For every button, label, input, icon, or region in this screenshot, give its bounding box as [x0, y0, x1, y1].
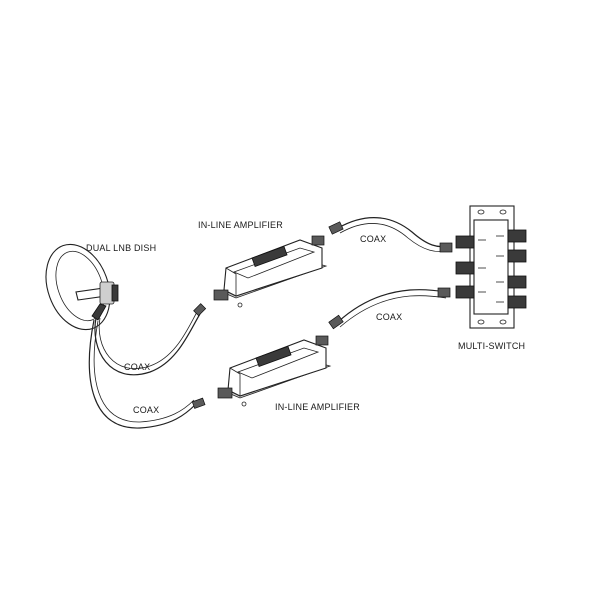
multi-switch: [455, 205, 527, 329]
coax-cable-bottom-amp-to-switch-edge: [339, 295, 447, 328]
coax-connector-top-amp-input: [193, 303, 207, 317]
switch-mount-hole-top-right: [499, 209, 507, 215]
amp-bottom-connector-right: [315, 335, 329, 346]
switch-port-left-1: [455, 235, 475, 249]
inline-amplifier-bottom: [217, 335, 332, 407]
label-inline-amplifier-top: IN-LINE AMPLIFIER: [198, 220, 283, 230]
switch-port-left-2: [455, 261, 475, 275]
coax-cable-dish-to-top-amp-edge: [98, 311, 198, 369]
coax-connector-switch-input-top: [439, 242, 453, 253]
switch-mount-hole-bottom-left: [477, 319, 485, 325]
amp-bottom-connector-left: [217, 387, 233, 399]
switch-port-left-3: [455, 285, 475, 299]
coax-connector-bottom-amp-input: [191, 397, 206, 409]
switch-port-right-2: [507, 249, 527, 263]
label-coax-dish-lower: COAX: [133, 405, 159, 415]
amp-top-connector-left: [213, 289, 229, 301]
label-dual-lnb-dish: DUAL LNB DISH: [86, 243, 156, 253]
amp-bottom-ridge: [229, 367, 241, 396]
coax-cable-top-amp-to-switch-edge: [339, 223, 449, 253]
amp-bottom-label-panel: [255, 345, 292, 367]
dish-lnb-cap: [111, 284, 119, 302]
switch-body: [473, 219, 509, 315]
coax-connector-bottom-amp-output: [328, 314, 344, 330]
switch-mount-hole-top-left: [477, 209, 485, 215]
coax-connector-top-amp-output: [328, 221, 344, 235]
switch-mount-hole-bottom-right: [499, 319, 507, 325]
coax-cable-top-amp-to-switch: [337, 217, 449, 248]
dual-lnb-dish: [45, 243, 119, 331]
amp-top-screw: [237, 302, 243, 308]
amp-top-ridge: [225, 267, 237, 296]
inline-amplifier-top: [213, 235, 328, 308]
coax-connector-switch-input-bottom: [437, 287, 451, 298]
switch-port-right-3: [507, 275, 527, 289]
coax-cable-dish-to-top-amp: [94, 313, 201, 376]
amp-top-connector-right: [311, 235, 325, 246]
label-multi-switch: MULTI-SWITCH: [458, 341, 525, 351]
switch-port-right-4: [507, 295, 527, 309]
dish-inner-rim: [55, 250, 105, 322]
label-coax-top-right: COAX: [360, 234, 386, 244]
coax-cable-dish-to-bottom-amp-edge: [93, 320, 195, 423]
coax-cable-dish-to-bottom-amp: [88, 319, 197, 429]
switch-port-right-1: [507, 229, 527, 243]
amp-bottom-screw: [241, 401, 247, 407]
coax-cable-bottom-amp-to-switch: [337, 289, 447, 323]
label-coax-bottom-right: COAX: [376, 312, 402, 322]
label-coax-dish-upper: COAX: [124, 362, 150, 372]
label-inline-amplifier-bottom: IN-LINE AMPLIFIER: [275, 402, 360, 412]
amp-top-label-panel: [251, 245, 288, 267]
